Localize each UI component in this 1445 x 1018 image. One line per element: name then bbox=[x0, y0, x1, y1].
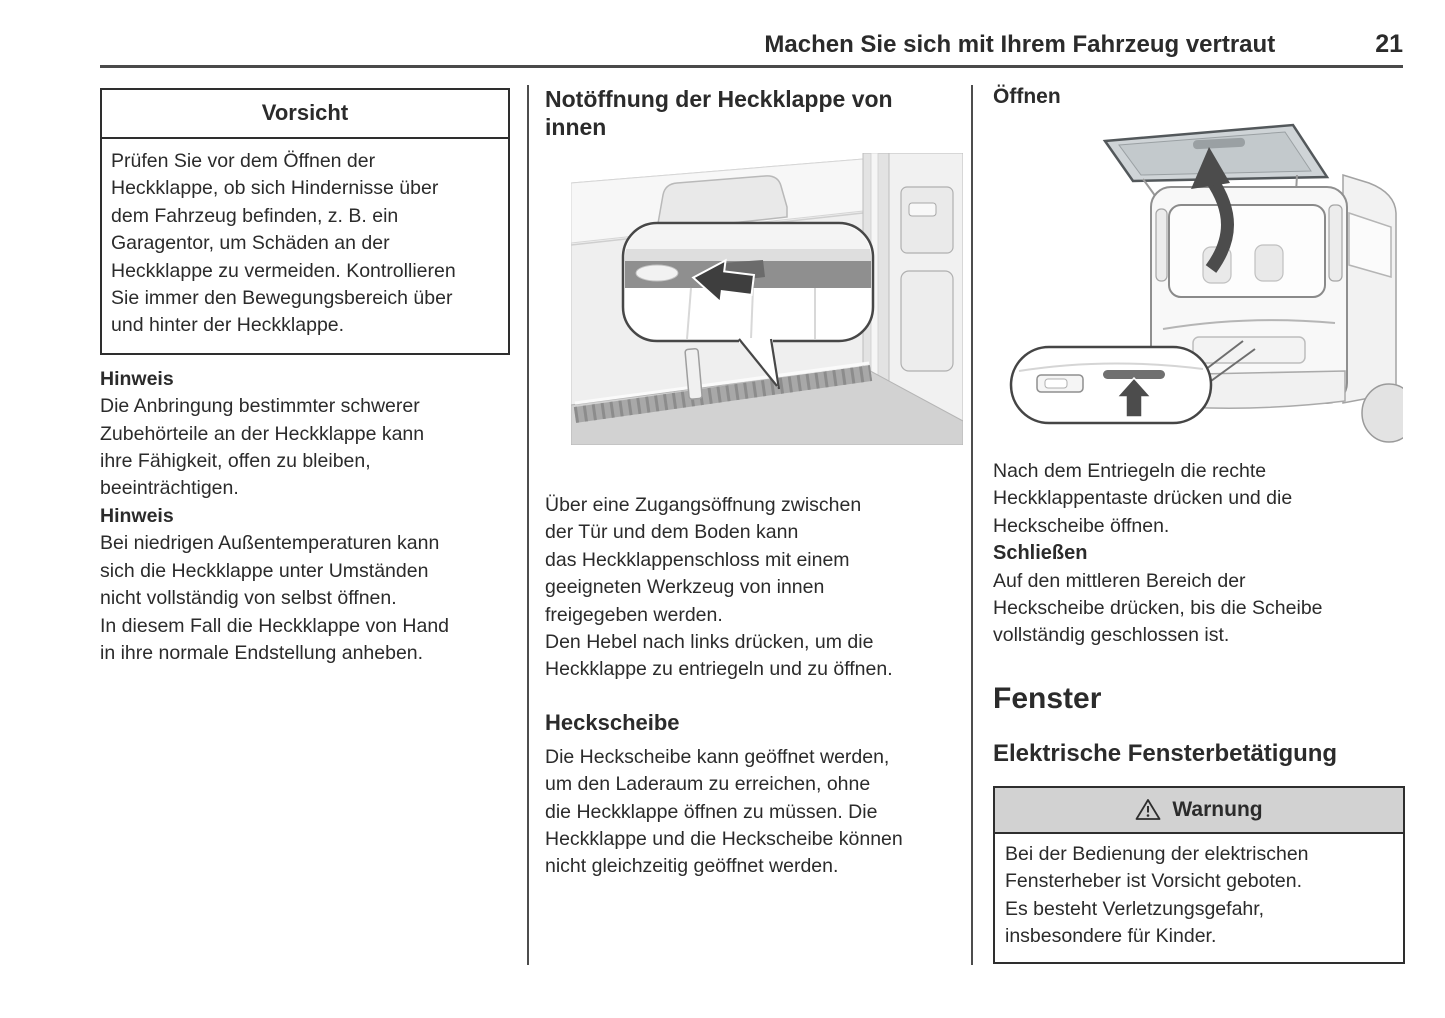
caution-box: Vorsicht Prüfen Sie vor dem Öffnen der H… bbox=[100, 88, 510, 355]
glass-open-direction-arrow-icon bbox=[1191, 147, 1234, 273]
tailgate-inner-emergency-release-figure bbox=[570, 152, 964, 446]
notes-section: Hinweis Die Anbringung bestimmter schwer… bbox=[100, 366, 510, 667]
subsection-heading-elektrische-fensterbetaetigung: Elektrische Fensterbetätigung bbox=[993, 739, 1338, 767]
warning-box-body: Bei der Bedienung der elektrischen Fenst… bbox=[1005, 842, 1309, 948]
rear-window-opening-figure bbox=[997, 117, 1417, 443]
paragraph: Die Heckscheibe kann geöffnet werden, um… bbox=[545, 745, 903, 878]
page-number: 21 bbox=[1375, 30, 1403, 58]
page-header-title: Machen Sie sich mit Ihrem Fahrzeug vertr… bbox=[764, 31, 1276, 58]
window-release-button-arrow-icon bbox=[1115, 376, 1153, 418]
middle-column: Notöffnung der Heckklappe von innen bbox=[545, 85, 965, 881]
note-body: Die Anbringung bestimmter schwerer Zubeh… bbox=[100, 395, 425, 500]
section-heading-fenster: Fenster bbox=[993, 681, 1102, 715]
left-column: Vorsicht Prüfen Sie vor dem Öffnen der H… bbox=[100, 85, 510, 667]
page-header: Machen Sie sich mit Ihrem Fahrzeug vertr… bbox=[100, 0, 1403, 68]
column-divider-left bbox=[527, 85, 529, 965]
paragraph: Auf den mittleren Bereich der Heckscheib… bbox=[993, 569, 1323, 647]
paragraph: Den Hebel nach links drücken, um die Hec… bbox=[545, 631, 893, 681]
run-in-heading-schliessen: Schließen bbox=[993, 542, 1088, 565]
caution-box-body: Prüfen Sie vor dem Öffnen der Heckklappe… bbox=[111, 150, 456, 337]
paragraph: Über eine Zugangsöffnung zwischen der Tü… bbox=[545, 494, 862, 626]
release-lever-left-arrow-icon bbox=[691, 258, 756, 305]
caution-box-title: Vorsicht bbox=[102, 90, 508, 139]
section-heading-notoeffnung: Notöffnung der Heckklappe von innen bbox=[545, 86, 893, 140]
paragraph: Nach dem Entriegeln die rechte Heckklapp… bbox=[993, 460, 1293, 537]
note-label: Hinweis bbox=[100, 504, 174, 527]
warning-box: Warnung Bei der Bedienung der elektrisch… bbox=[993, 785, 1405, 965]
warning-box-title: Warnung bbox=[1172, 797, 1263, 821]
run-in-heading-oeffnen: Öffnen bbox=[993, 85, 1061, 108]
subheading-heckscheibe: Heckscheibe bbox=[545, 709, 680, 735]
column-divider-right bbox=[971, 85, 973, 965]
note-body: Bei niedrigen Außentemperaturen kann sic… bbox=[100, 532, 450, 664]
warning-box-header: Warnung bbox=[995, 787, 1403, 834]
right-column: Öffnen bbox=[993, 85, 1417, 965]
warning-triangle-icon bbox=[1135, 799, 1161, 821]
note-label: Hinweis bbox=[100, 367, 174, 390]
